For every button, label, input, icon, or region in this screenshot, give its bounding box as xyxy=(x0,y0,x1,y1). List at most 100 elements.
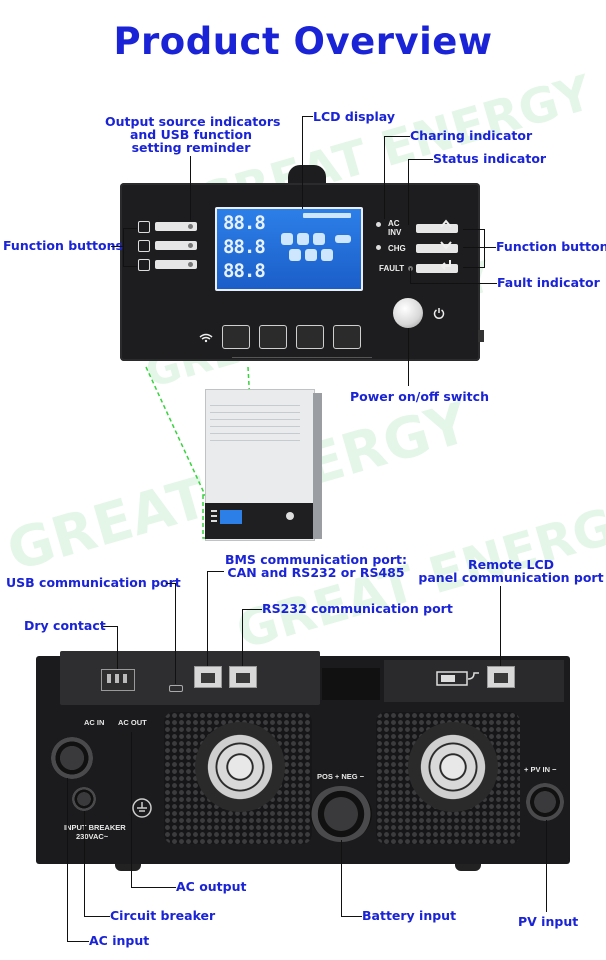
leader-line xyxy=(341,840,342,916)
label-output-source-2: and USB function xyxy=(129,127,253,142)
function-button-3[interactable] xyxy=(155,260,197,269)
label-bms-port-1: BMS communication port: xyxy=(224,552,408,567)
leader-line xyxy=(190,156,191,220)
ac-inv-led xyxy=(376,222,381,227)
lcd-display: 88.8 88.8 88.8 xyxy=(215,207,363,291)
rear-communication-plate xyxy=(60,651,320,705)
leader-line xyxy=(117,626,118,669)
ac-input-gland xyxy=(51,737,93,779)
down-button[interactable] xyxy=(416,244,458,253)
function-button-2[interactable] xyxy=(155,241,197,250)
inv-indicator-label: INV xyxy=(388,228,402,237)
leader-line xyxy=(410,268,411,283)
leader-line xyxy=(341,916,362,917)
breaker-label: INPUT BREAKER xyxy=(64,823,126,832)
inverter-mini-power xyxy=(286,512,294,520)
leader-line xyxy=(123,266,137,267)
remote-lcd-port[interactable] xyxy=(487,666,515,688)
indicator-led xyxy=(188,262,193,267)
panel-mount-tab xyxy=(288,165,326,187)
leader-line xyxy=(408,159,409,225)
lcd-flow-icon xyxy=(289,249,301,261)
chg-indicator-label: CHG xyxy=(388,244,406,253)
lcd-readout-3: 88.8 xyxy=(223,260,266,282)
fault-indicator-label: FAULT xyxy=(379,264,405,273)
side-latch xyxy=(478,330,484,342)
label-circuit-breaker: Circuit breaker xyxy=(110,908,216,923)
bms-port[interactable] xyxy=(194,666,222,688)
rs232-port[interactable] xyxy=(229,666,257,688)
leader-line xyxy=(175,583,176,684)
settings-button[interactable] xyxy=(333,325,361,349)
usb-port[interactable] xyxy=(169,685,183,692)
leader-line xyxy=(242,609,262,610)
lcd-readout-2: 88.8 xyxy=(223,236,266,258)
power-switch[interactable] xyxy=(393,298,423,328)
lcd-flow-icon xyxy=(313,233,325,245)
lcd-flow-icon xyxy=(281,233,293,245)
usb-icon xyxy=(138,221,150,233)
label-remote-lcd-1: Remote LCD xyxy=(467,557,555,572)
rear-plate-right-cover xyxy=(384,660,564,702)
lcd-readout-1: 88.8 xyxy=(223,212,266,234)
label-ac-input: AC input xyxy=(89,933,150,948)
pv-input-gland xyxy=(526,783,564,821)
pv-in-label: + PV IN − xyxy=(524,765,557,774)
arrow-up-icon xyxy=(440,219,452,228)
leader-line xyxy=(384,136,385,219)
leader-line xyxy=(302,116,313,117)
leader-line xyxy=(166,583,176,584)
battery-icon xyxy=(335,235,351,243)
enter-button[interactable] xyxy=(416,264,458,273)
timer-icon xyxy=(138,259,150,271)
chg-led xyxy=(376,245,381,250)
label-output-source-3: setting reminder xyxy=(131,140,251,155)
leader-line xyxy=(484,229,485,267)
inverter-unit-side xyxy=(313,393,322,539)
label-power-switch: Power on/off switch xyxy=(350,389,489,404)
indicator-led xyxy=(188,243,193,248)
rear-plate-right xyxy=(322,668,380,700)
ac-out-label: AC OUT xyxy=(118,718,147,727)
arrow-down-icon xyxy=(440,241,452,250)
label-lcd-display: LCD display xyxy=(313,109,395,124)
leader-line xyxy=(384,136,410,137)
battery-button[interactable] xyxy=(259,325,287,349)
leader-line xyxy=(463,267,485,268)
indicator-led xyxy=(188,224,193,229)
leader-line xyxy=(131,887,176,888)
label-bms-port-2: CAN and RS232 or RS485 xyxy=(227,565,405,580)
leader-line xyxy=(131,732,132,887)
label-rs232-port: RS232 communication port xyxy=(262,601,453,616)
foot xyxy=(115,864,141,871)
circuit-breaker[interactable] xyxy=(72,787,96,811)
voltage-label: 230VAC~ xyxy=(76,832,109,841)
up-button[interactable] xyxy=(416,224,458,233)
leader-line xyxy=(207,571,208,666)
dry-contact-pin xyxy=(123,674,127,683)
lcd-flow-icon xyxy=(297,233,309,245)
leader-line xyxy=(84,916,110,917)
label-remote-lcd-2: panel communication port xyxy=(418,570,604,585)
label-function-buttons-right: Function buttons xyxy=(496,239,606,254)
grid-button[interactable] xyxy=(222,325,250,349)
function-button-1[interactable] xyxy=(155,222,197,231)
page-title: Product Overview xyxy=(113,20,493,63)
wifi-icon xyxy=(199,333,213,343)
label-status-indicator: Status indicator xyxy=(433,151,547,166)
leader-line xyxy=(302,116,303,209)
leader-line xyxy=(103,626,118,627)
power-icon xyxy=(433,308,445,319)
inverter-front-text xyxy=(210,405,300,445)
load-button[interactable] xyxy=(296,325,324,349)
leader-line xyxy=(408,328,409,386)
label-charing-indicator: Charing indicator xyxy=(410,128,533,143)
output-icon xyxy=(138,240,150,252)
leader-line xyxy=(123,228,124,266)
label-pv-input: PV input xyxy=(518,914,579,929)
leader-line xyxy=(84,811,85,916)
load-bar-icon xyxy=(303,213,351,218)
label-usb-port: USB communication port xyxy=(6,575,181,590)
left-fan xyxy=(195,722,285,812)
label-fault-indicator: Fault indicator xyxy=(497,275,600,290)
